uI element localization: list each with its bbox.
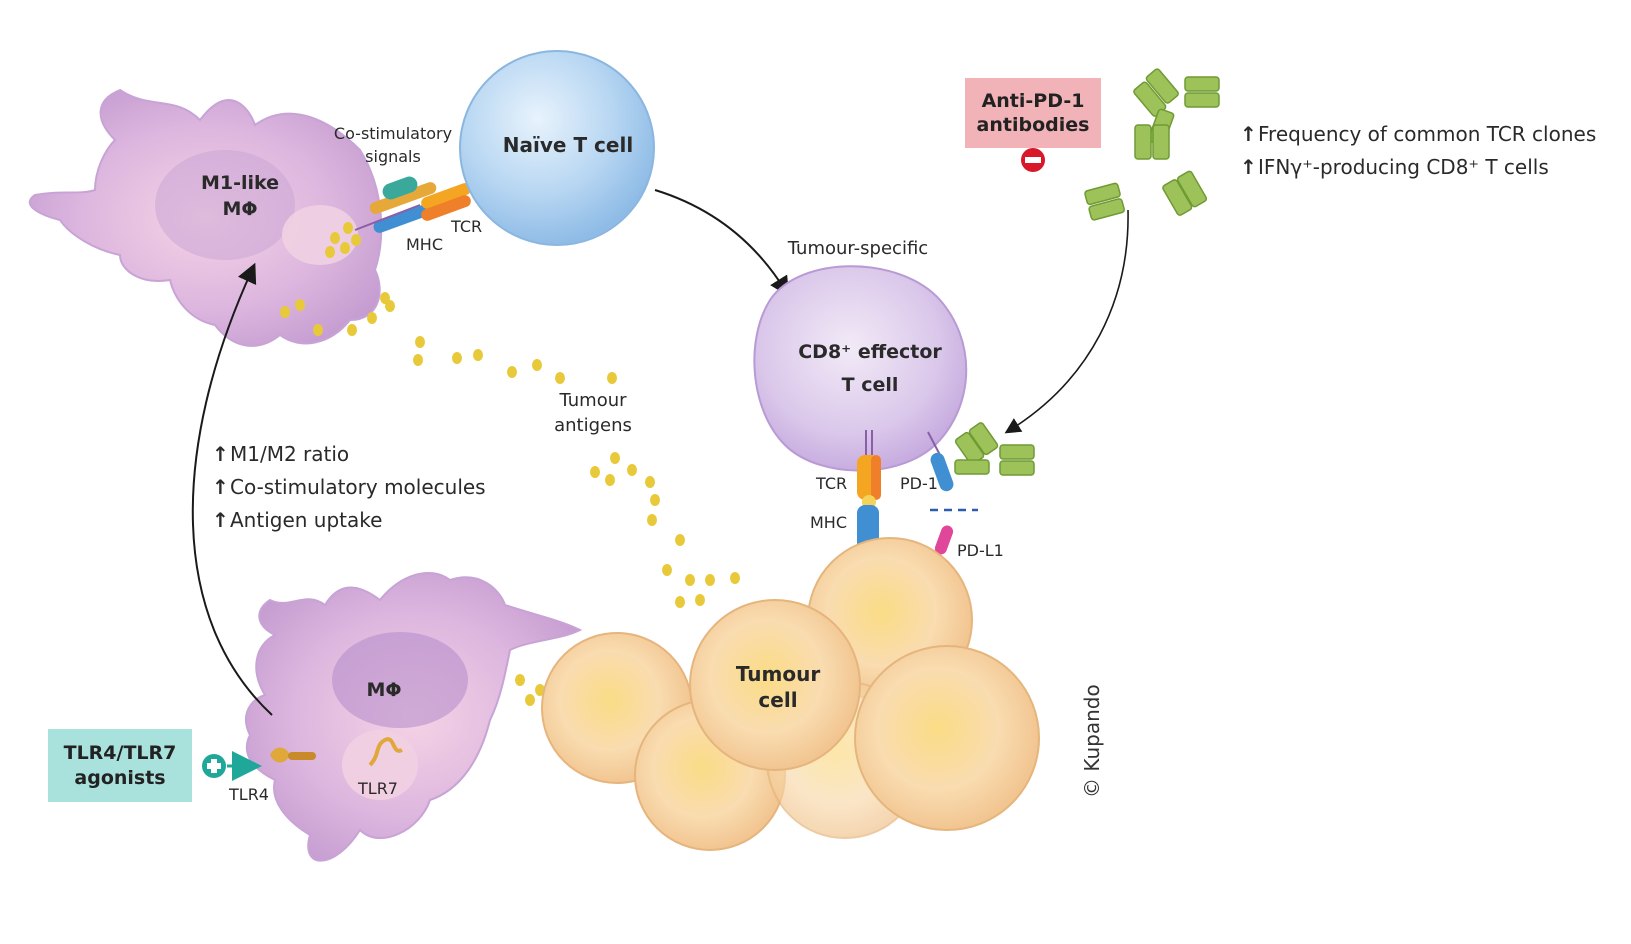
mhc-bottom-label: MHC [810, 513, 847, 532]
antigen-particle [280, 306, 290, 318]
antigen-particle [685, 574, 695, 586]
cd8-label-line1: CD8⁺ effector [798, 341, 942, 363]
antigen-particle [607, 372, 617, 384]
antigen-particle [650, 494, 660, 506]
macrophage-cell [245, 571, 583, 862]
tumour-antigens-label-line1: Tumour [558, 390, 627, 411]
antigen-particle [515, 674, 525, 686]
up-arrow-icon: ↑ [1240, 122, 1257, 146]
tumour-cell-label-line1: Tumour [736, 662, 821, 686]
anti-pd1-antibodies-box: Anti-PD-1 antibodies [965, 78, 1101, 148]
antigen-particle [730, 572, 740, 584]
tlr-agonists-label-line2: agonists [74, 766, 166, 789]
macrophage-label: MΦ [366, 679, 401, 701]
antigen-particle [525, 694, 535, 706]
costimulatory-receptors [354, 167, 491, 233]
m1-macrophage-label-line1: M1-like [201, 172, 279, 194]
tlr4-label: TLR4 [228, 785, 269, 804]
antigen-particle [705, 574, 715, 586]
antigen-particle [452, 352, 462, 364]
antigen-particle [340, 242, 350, 254]
antigen-particle [532, 359, 542, 371]
m1-macrophage-label-line2: MΦ [222, 198, 257, 220]
costim-label-line2: signals [365, 147, 421, 166]
antigen-particle [343, 222, 353, 234]
m1-macrophage-cell [28, 88, 383, 347]
antigen-particle [380, 292, 390, 304]
tlr-agonists-label-line1: TLR4/TLR7 [63, 741, 177, 764]
antigen-particle [555, 372, 565, 384]
antigen-particle [590, 466, 600, 478]
m1-effect-item: ↑M1/M2 ratio [212, 438, 486, 471]
pdl1-label: PD-L1 [957, 541, 1004, 560]
antigen-particle [605, 474, 615, 486]
tlr4-receptor [270, 747, 316, 763]
m1-effects-list: ↑M1/M2 ratio ↑Co-stimulatory molecules ↑… [212, 438, 486, 537]
antigen-particle [330, 232, 340, 244]
anti-pd1-label-line2: antibodies [976, 114, 1090, 136]
naive-t-cell-label: Naïve T cell [503, 133, 633, 157]
antigen-particle [507, 366, 517, 378]
antigen-particle [313, 324, 323, 336]
antigen-particle [675, 596, 685, 608]
tumour-specific-label: Tumour-specific [787, 238, 928, 259]
tcr-bottom-label: TCR [815, 474, 847, 493]
antigen-particle [647, 514, 657, 526]
antigen-particle [645, 476, 655, 488]
up-arrow-icon: ↑ [212, 508, 229, 532]
antigen-particle [347, 324, 357, 336]
tumour-cell-cluster [541, 537, 1040, 851]
antigen-particle [325, 246, 335, 258]
repolarization-arrow [191, 262, 273, 716]
m1-effect-item: ↑Antigen uptake [212, 504, 486, 537]
m1-effect-item: ↑Co-stimulatory molecules [212, 471, 486, 504]
inhibit-icon [1021, 148, 1045, 172]
pd1-effect-item: ↑Frequency of common TCR clones [1240, 118, 1596, 151]
antigen-particle [413, 354, 423, 366]
tumour-cell-label-line2: cell [758, 688, 797, 712]
antigen-particle [675, 534, 685, 546]
antibody-group [954, 68, 1220, 476]
mhc-top-label: MHC [406, 235, 443, 254]
antigen-particle [473, 349, 483, 361]
antigen-particle [415, 336, 425, 348]
antibody-binding-arrow [1004, 209, 1129, 434]
antigen-particle [367, 312, 377, 324]
up-arrow-icon: ↑ [212, 475, 229, 499]
tlr7-receptor [368, 737, 403, 767]
naive-t-cell [459, 50, 655, 246]
up-arrow-icon: ↑ [212, 442, 229, 466]
antigen-particle [351, 234, 361, 246]
antigen-particle [695, 594, 705, 606]
pd1-effect-item: ↑IFNγ⁺-producing CD8⁺ T cells [1240, 151, 1596, 184]
tcr-top-label: TCR [450, 217, 482, 236]
copyright-notice: © Kupando [1080, 684, 1104, 798]
antigen-particle [627, 464, 637, 476]
tumour-antigens-label-line2: antigens [554, 415, 632, 436]
tlr7-label: TLR7 [357, 779, 398, 798]
tlr-agonists-box: TLR4/TLR7 agonists [48, 729, 192, 802]
cd8-effector-t-cell [753, 265, 968, 472]
cd8-label-line2: T cell [842, 374, 899, 396]
anti-pd1-label-line1: Anti-PD-1 [981, 90, 1085, 112]
up-arrow-icon: ↑ [1240, 155, 1257, 179]
antigen-particle [662, 564, 672, 576]
pd1-effects-list: ↑Frequency of common TCR clones ↑IFNγ⁺-p… [1240, 118, 1596, 184]
pd1-label: PD-1 [900, 474, 938, 493]
antigen-particle [295, 299, 305, 311]
pd1-receptor [927, 431, 954, 492]
tumour-antigen-particles [280, 222, 740, 706]
costim-label-line1: Co-stimulatory [334, 124, 452, 143]
activation-arrow [654, 189, 790, 297]
antigen-particle [610, 452, 620, 464]
activate-icon [202, 754, 226, 778]
